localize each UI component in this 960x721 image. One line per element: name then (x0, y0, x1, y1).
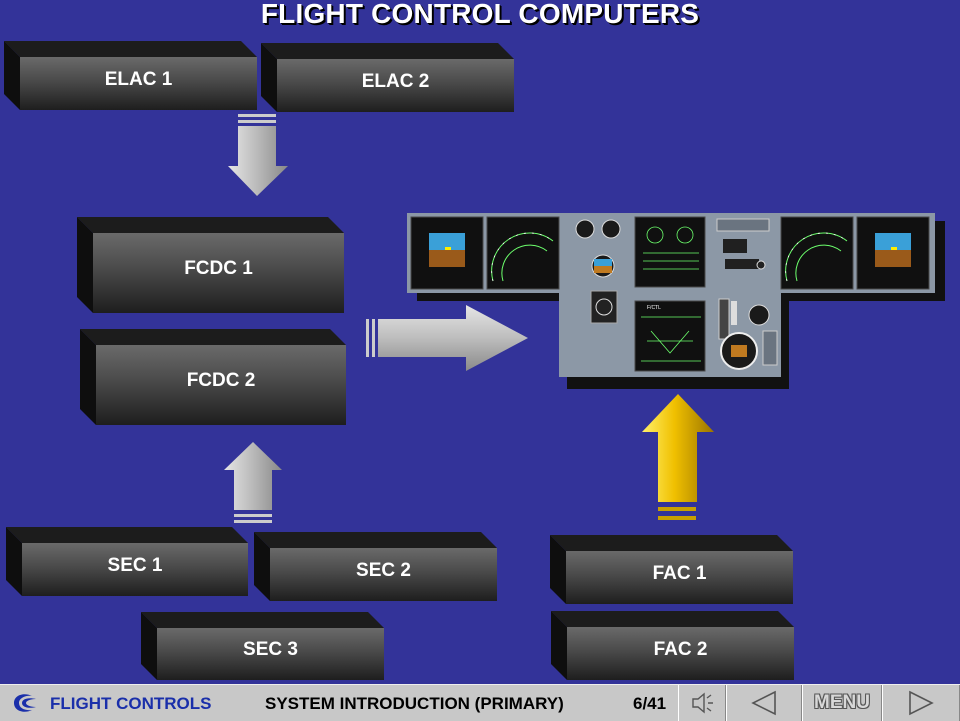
sec-1-box: SEC 1 (6, 527, 248, 596)
page-title: FLIGHT CONTROL COMPUTERS (260, 0, 700, 29)
fac-2-label: FAC 2 (653, 638, 708, 660)
speaker-icon (692, 692, 713, 714)
airbus-logo-icon (14, 694, 36, 712)
fcdc-1-box: FCDC 1 (77, 217, 344, 313)
fac-1-label: FAC 1 (652, 562, 707, 584)
sound-button[interactable] (678, 685, 726, 721)
fac-2-box: FAC 2 (551, 611, 794, 680)
sec-2-label: SEC 2 (356, 559, 411, 581)
menu-button[interactable]: MENU (802, 685, 882, 721)
sec-3-label: SEC 3 (243, 639, 298, 660)
svg-text:F/CTL: F/CTL (647, 305, 661, 311)
arrow-right-icon (366, 305, 528, 371)
elac-2-label: ELAC 2 (361, 70, 430, 92)
page-counter: 6/41 (633, 694, 667, 713)
menu-label: MENU (814, 692, 870, 713)
cockpit-panel-image: F/CTL (407, 213, 945, 389)
triangle-right-icon (909, 690, 934, 716)
bottom-toolbar: FLIGHT CONTROLS SYSTEM INTRODUCTION (PRI… (0, 684, 960, 721)
elac-1-box: ELAC 1 (4, 41, 257, 110)
triangle-left-icon (751, 690, 776, 716)
fcdc-1-label: FCDC 1 (184, 258, 253, 279)
arrow-down-icon (228, 114, 288, 196)
next-page-button[interactable] (882, 685, 960, 721)
sec-2-box: SEC 2 (254, 532, 497, 601)
footer-module-title: FLIGHT CONTROLS (50, 694, 212, 713)
fac-arrow-up-icon (642, 394, 714, 520)
fcdc-2-box: FCDC 2 (80, 329, 346, 425)
elac-2-box: ELAC 2 (261, 43, 514, 112)
sec-3-box: SEC 3 (141, 612, 384, 680)
elac-1-label: ELAC 1 (104, 68, 173, 90)
sec-1-label: SEC 1 (107, 554, 163, 576)
fcdc-2-label: FCDC 2 (186, 370, 256, 391)
footer-section-title: SYSTEM INTRODUCTION (PRIMARY) (265, 694, 564, 713)
arrow-up-icon (224, 442, 282, 523)
fac-1-box: FAC 1 (550, 535, 793, 604)
previous-page-button[interactable] (726, 685, 802, 721)
